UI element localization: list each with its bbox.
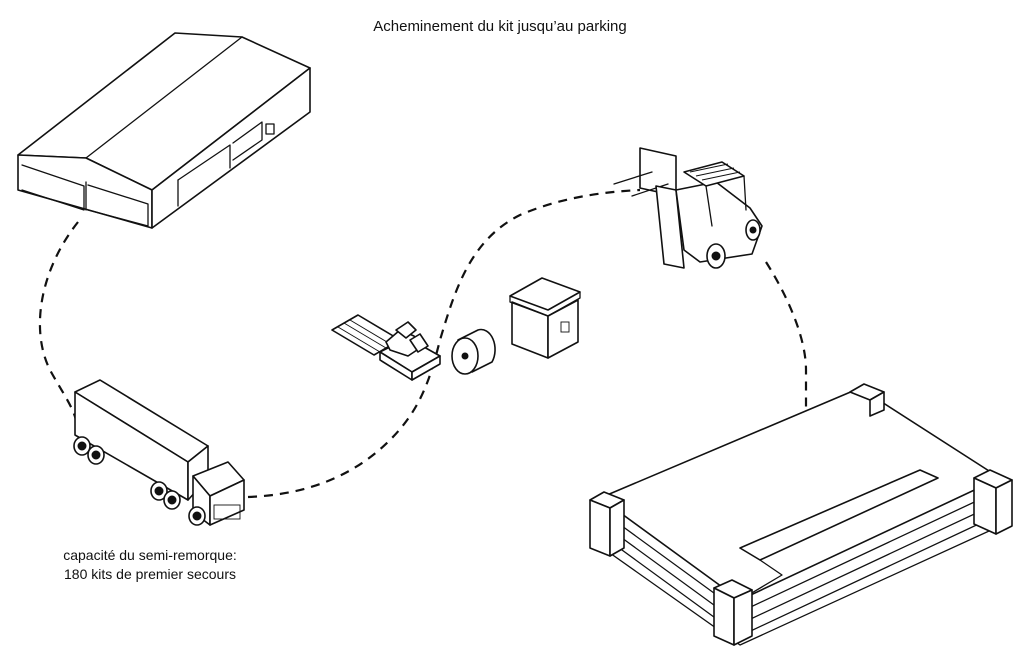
diagram-title: Acheminement du kit jusqu’au parking	[373, 18, 627, 35]
route-forklift-to-parking	[765, 261, 808, 415]
caption-line-2: 180 kits de premier secours	[64, 566, 236, 582]
roll-icon	[451, 328, 496, 375]
caption-line-1: capacité du semi-remorque:	[63, 547, 237, 563]
forklift-icon	[613, 147, 763, 269]
route-warehouse-to-truck	[38, 221, 79, 421]
warehouse-icon	[17, 32, 311, 229]
pallet-icon	[331, 314, 441, 381]
truck-icon	[73, 379, 245, 526]
parking-icon	[589, 383, 1013, 646]
route-truck-to-forklift	[247, 188, 641, 499]
truck-capacity-caption: capacité du semi-remorque: 180 kits de p…	[32, 546, 268, 584]
crate-icon	[509, 277, 581, 359]
